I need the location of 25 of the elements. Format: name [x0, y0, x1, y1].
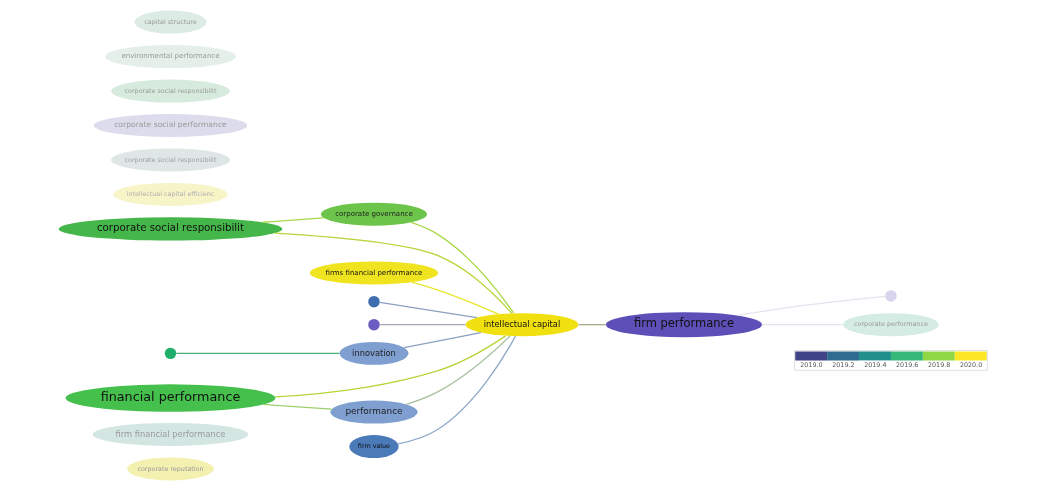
- node-ellipse: financial performance: [65, 384, 275, 412]
- connector: [273, 232, 512, 314]
- node-ellipse: performance: [329, 400, 418, 424]
- connector: [405, 335, 511, 405]
- node-circle: [164, 347, 176, 360]
- node-ellipse: firm performance: [605, 312, 762, 338]
- connector: [577, 324, 606, 326]
- connector: [378, 301, 477, 319]
- node-circle: [884, 290, 897, 302]
- connector: [736, 295, 886, 317]
- connector: [274, 335, 506, 398]
- node-circle: [367, 318, 380, 331]
- connector: [410, 281, 499, 315]
- connector: [396, 335, 516, 445]
- node-ellipse: intellectual capital: [465, 313, 578, 337]
- node-ellipse: innovation: [338, 341, 409, 365]
- connector: [403, 331, 481, 349]
- connector: [175, 352, 340, 354]
- connector: [410, 221, 514, 314]
- connector: [261, 217, 324, 223]
- node-ellipse: firm financial performance: [92, 422, 248, 446]
- node-ellipse: corporate social responsibilit: [58, 217, 282, 241]
- connector: [262, 403, 332, 410]
- connector: [378, 324, 466, 326]
- node-circle: [367, 295, 380, 308]
